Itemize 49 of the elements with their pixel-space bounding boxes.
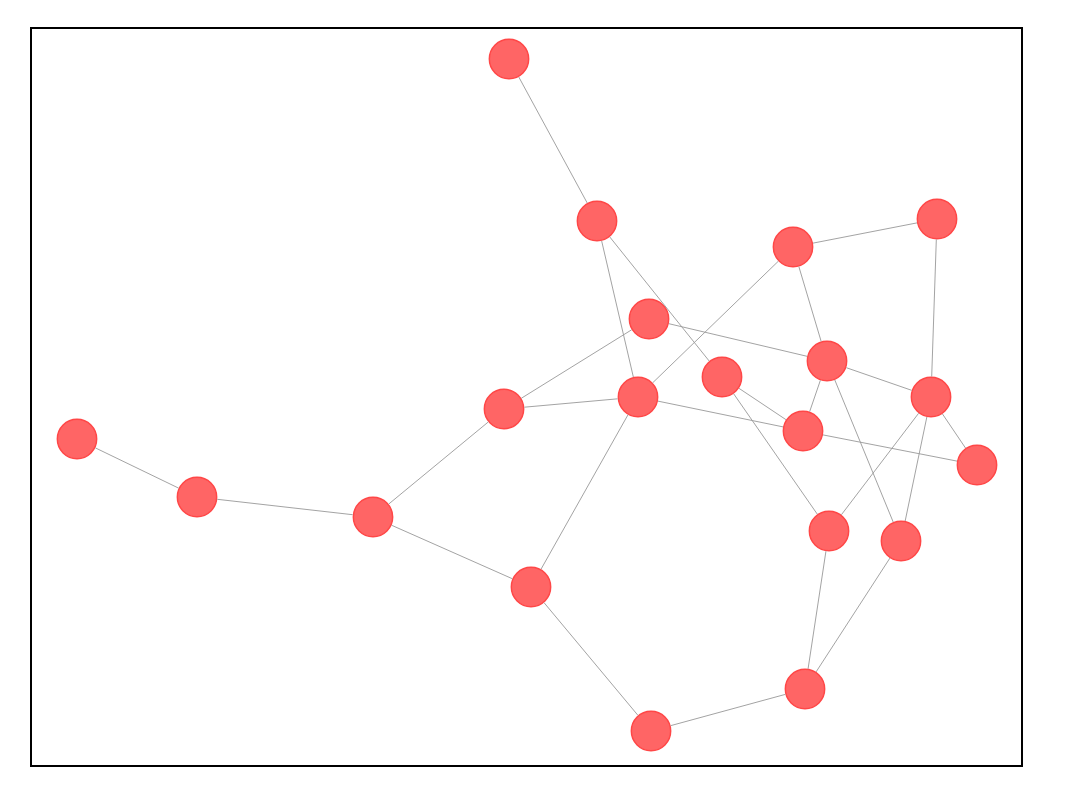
node-circle: [510, 566, 552, 608]
node-circle: [56, 418, 98, 460]
edge-line: [809, 379, 821, 413]
node-circle: [916, 198, 958, 240]
edge-line: [652, 260, 779, 384]
node-circle: [772, 226, 814, 268]
edge-line: [941, 413, 967, 449]
edge-line: [657, 400, 784, 428]
edge-line: [609, 236, 710, 362]
node-circle: [617, 376, 659, 418]
edge-line: [840, 412, 920, 516]
node-circle: [806, 340, 848, 382]
edge-line: [518, 76, 588, 204]
node-circle: [808, 510, 850, 552]
node-circle: [483, 388, 525, 430]
node-circle: [352, 496, 394, 538]
node-circle: [488, 38, 530, 80]
node-circle: [628, 298, 670, 340]
edge-line: [815, 557, 891, 673]
edge-line: [523, 398, 619, 408]
edge-line: [845, 367, 913, 391]
node-circle: [782, 410, 824, 452]
edge-line: [540, 414, 629, 570]
edge-line: [807, 550, 827, 670]
edge-line: [388, 421, 489, 505]
node-circle: [701, 356, 743, 398]
edge-line: [216, 498, 354, 516]
edge-line: [822, 434, 958, 462]
edge-line: [798, 266, 822, 342]
edge-line: [812, 222, 918, 244]
node-circle: [910, 376, 952, 418]
edge-line: [601, 240, 634, 378]
edge-line: [834, 379, 894, 523]
edge-line: [931, 238, 937, 378]
edge-line: [520, 329, 633, 399]
edge-line: [904, 416, 928, 522]
node-circle: [176, 476, 218, 518]
node-circle: [576, 200, 618, 242]
edge-line: [391, 524, 513, 580]
edge-line: [668, 323, 808, 357]
edge-line: [738, 387, 787, 421]
node-circle: [956, 444, 998, 486]
edge-line: [733, 393, 818, 515]
node-circle: [630, 710, 672, 752]
edge-line: [670, 693, 786, 727]
edge-line: [543, 602, 639, 716]
edge-line: [94, 447, 180, 489]
node-circle: [784, 668, 826, 710]
node-circle: [880, 520, 922, 562]
